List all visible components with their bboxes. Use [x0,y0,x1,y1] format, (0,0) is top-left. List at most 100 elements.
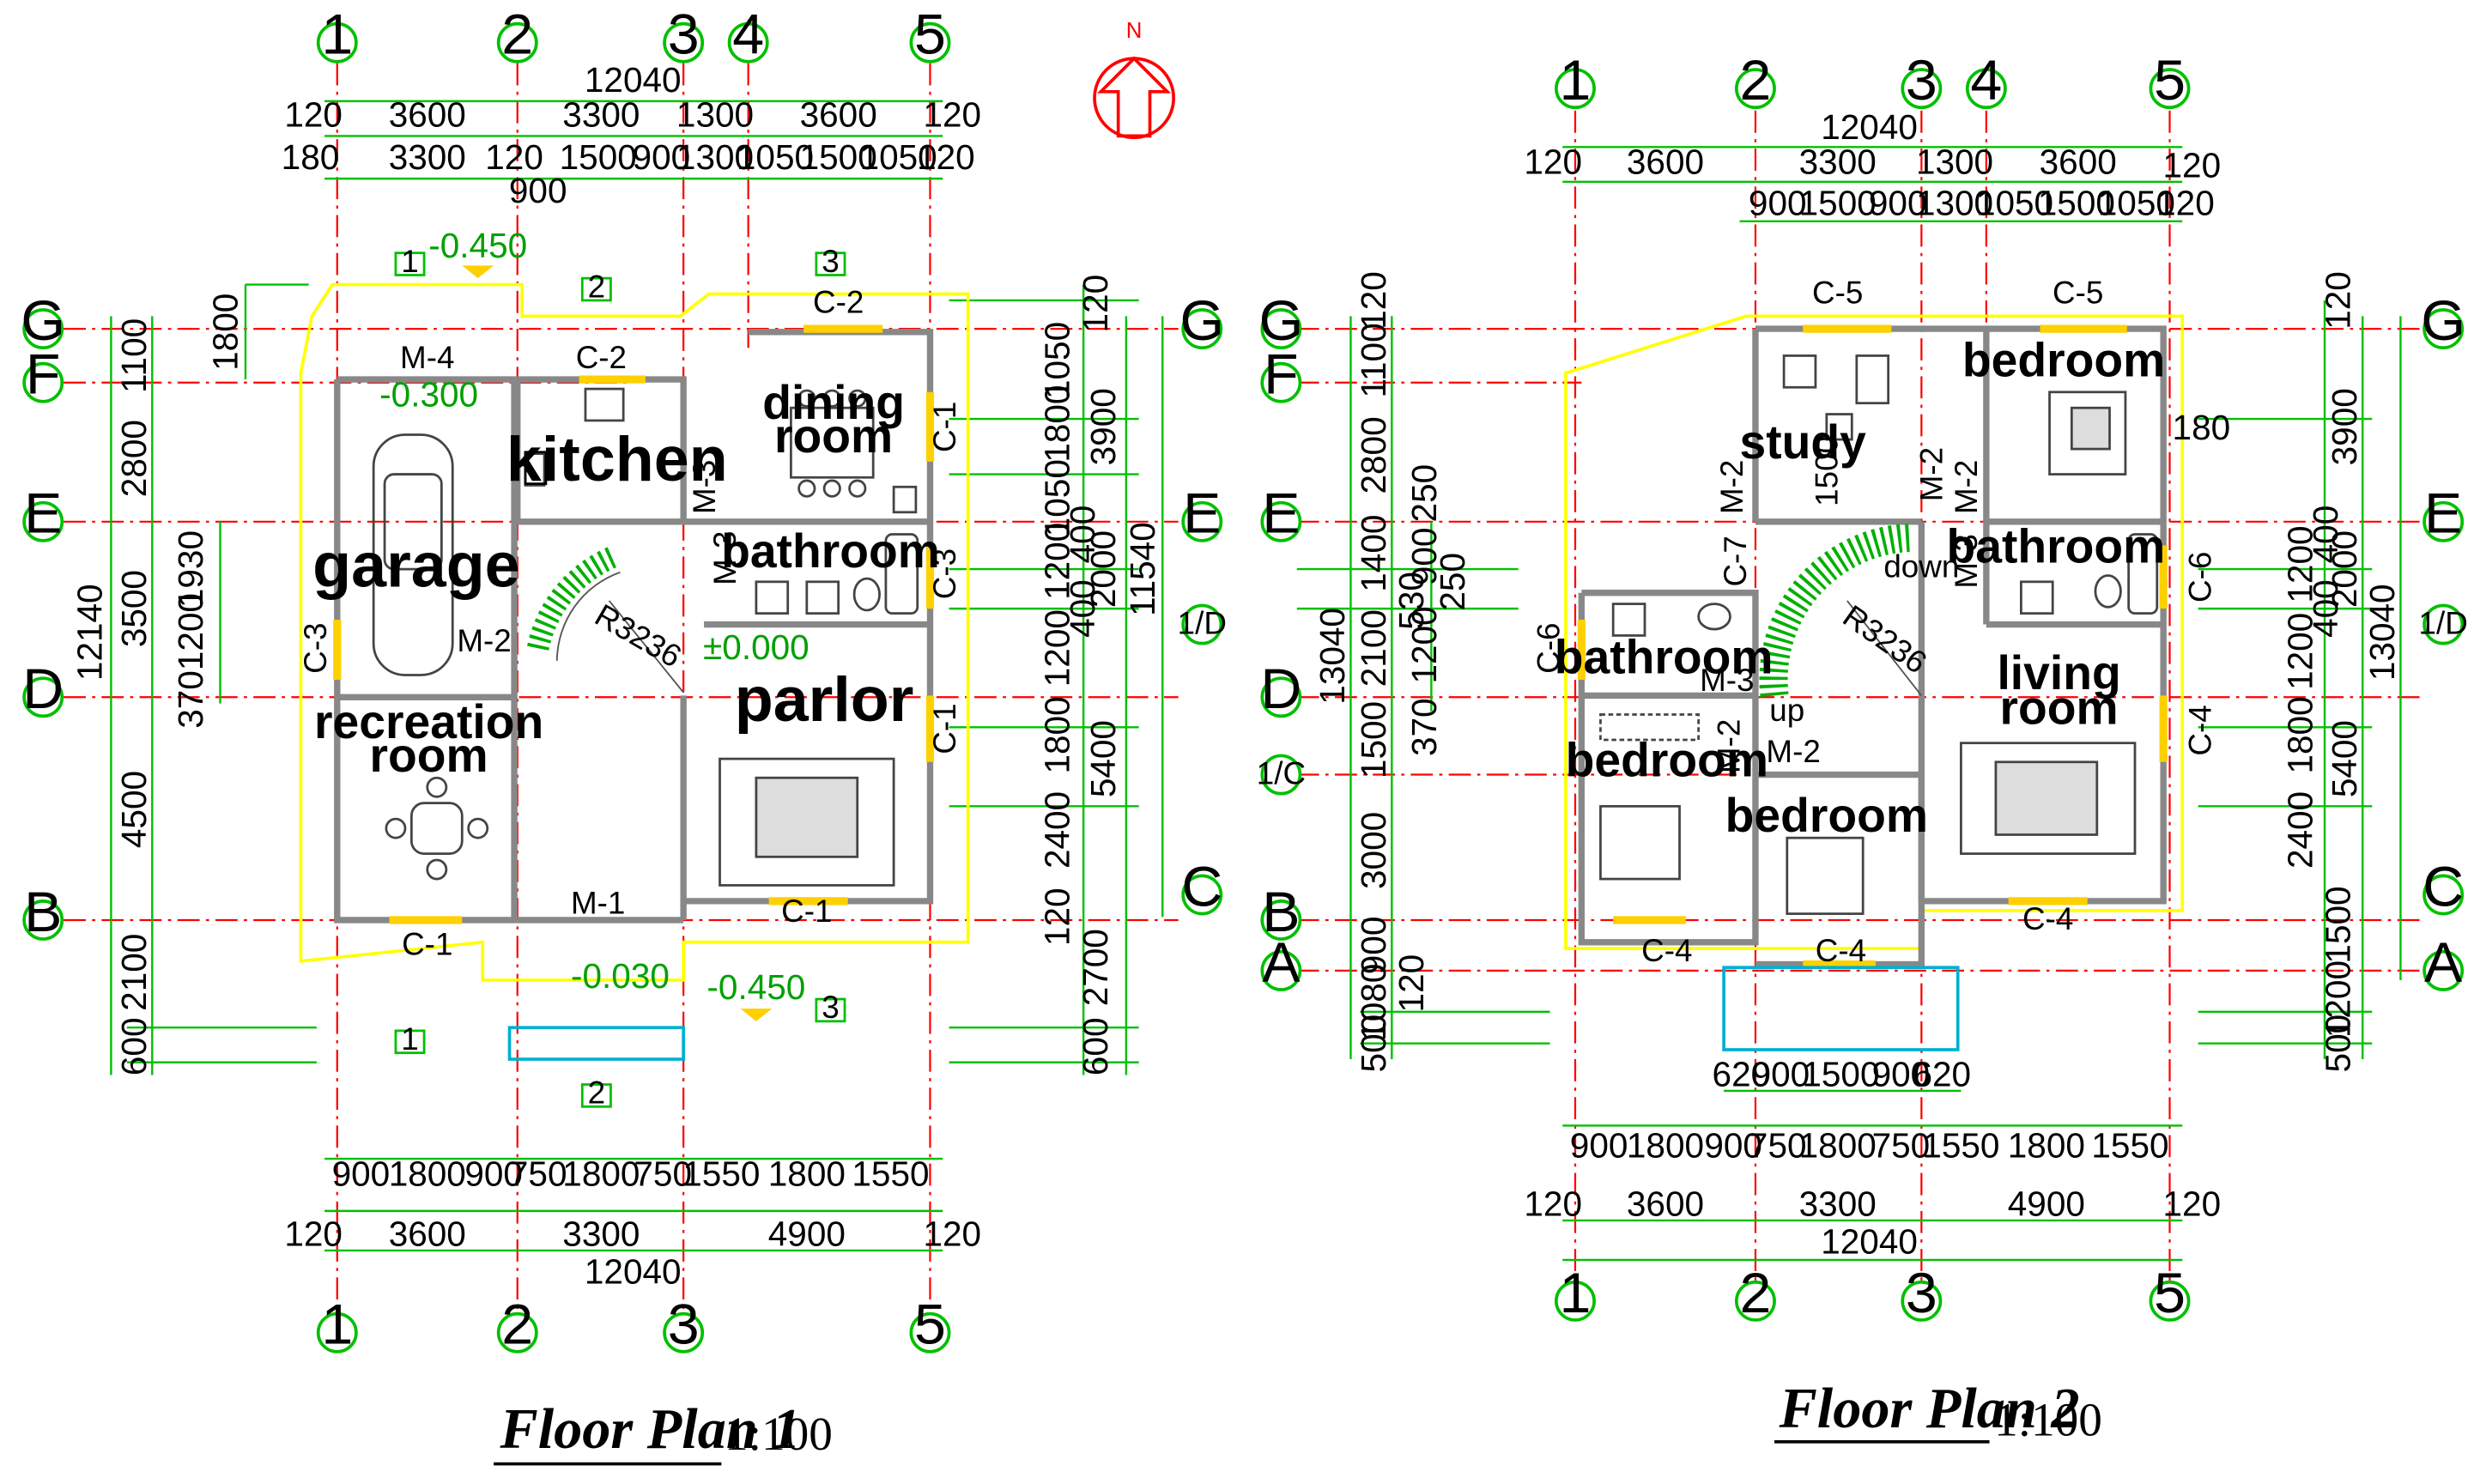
plan2-bot-r1-5: 750 [1872,1125,1931,1165]
plan1-label-m3a: M-3 [687,460,722,514]
plan2-right-c1-6: 1500 [2319,886,2358,963]
plan1-axis-grid [64,63,1179,1312]
plan1-label-c1b2: C-1 [781,893,832,929]
plan2-room-study: study [1740,415,1867,469]
plan1-top-r2-5: 1300 [676,137,754,177]
plan2-staircase [1759,523,1923,698]
plan2-label-c6l: C-6 [1531,622,1567,673]
plan2-bot-r0-3: 900 [1872,1054,1931,1093]
plan2-bot-r2-0: 120 [1524,1184,1582,1223]
plan1-axis-top-2: 2 [501,3,533,67]
plan1-left-c1-2: 3500 [114,570,154,647]
plan1-label-radius: R3236 [589,597,687,675]
plan1-bot-r2-3: 4900 [768,1214,846,1253]
plan1-label-c1b1: C-1 [402,926,452,961]
plan1-axis-top-1: 1 [321,3,353,67]
plan2-room-bedroom-s: bedroom [1725,789,1928,842]
plan2-bot-r0-0: 620 [1713,1054,1771,1093]
plan1-entry-steps [507,1026,685,1061]
plan2-top-r2-1: 1500 [1799,183,1877,222]
plan1-bot-r1-8: 1550 [852,1154,929,1193]
plan1-right-c1-4: 1200 [1038,523,1077,600]
plan2-axis-bottom-5: 5 [2154,1262,2186,1325]
plan2-label-c5b: C-5 [2053,276,2103,311]
plan1-section-3: 1 [401,1021,418,1057]
plan2-top-r2-6: 1050 [2098,183,2175,222]
plan1-top-r1-2: 3300 [562,94,640,134]
plan1-section-0: 1 [401,244,418,279]
plan1-top-r2-7: 1500 [800,137,877,177]
plan1-right-c2-1: 400 [1063,506,1102,564]
plan1-section-1: 2 [588,269,605,304]
plan2-axis-left-e: E [1262,482,1300,546]
plan2-label-c4r: C-4 [2182,705,2217,755]
plan1-axis-bubbles: 1 2 3 4 5 1 2 3 5 G F E D B G E 1/D C [21,3,1227,1357]
plan1-right-c1-7: 2400 [1038,791,1077,869]
plan1-top-r2-0: 180 [282,137,340,177]
plan2-label-m3a: M-3 [1700,663,1754,698]
plan2-left-c1-2: 2800 [1354,416,1393,494]
plan2-top-r1-5: 120 [2163,145,2222,185]
plan1-label-c2b: C-2 [813,285,864,320]
plan1-label-c3r: C-3 [927,548,962,599]
plan2-right-c1-0: 120 [2319,271,2358,330]
plan2-left-c2-2: 530 [1392,572,1431,630]
plan2-label-m2d: M-2 [1712,719,1747,773]
plan2-axis-right-g: G [2421,289,2465,353]
plan1-furniture [372,387,919,887]
stove-icon [524,451,548,485]
plan1-left-c1-4: 2100 [114,934,154,1011]
plan1-caption: Floor Plan 1 [500,1398,801,1461]
plan1-room-parlor: parlor [735,663,914,735]
level-marker-icon [462,265,494,279]
plan2-label-c5a: C-5 [1812,276,1863,311]
floor-plan-1: 1 2 3 4 5 1 2 3 5 G F E D B G E 1/D C N … [21,3,1227,1466]
plan2-right-c1-4: 1800 [2280,696,2319,773]
plan2-axis-left-g: G [1259,289,1304,353]
plan2-label-c4b: C-4 [1816,933,1866,968]
plan1-right-c1-1: 1050 [1038,322,1077,399]
plan1-top-r2-sub: 900 [509,171,567,210]
plan1-right-c1-3: 1050 [1038,459,1077,536]
plan2-label-c4a: C-4 [1641,933,1692,968]
plan1-outline [299,282,970,982]
plan1-label-m2: M-2 [457,623,511,658]
plan1-axis-left-f: F [26,343,61,407]
plan2-axis-bottom-2: 2 [1740,1262,1772,1325]
plan2-room-bathroom-e: bathroom [1947,520,2166,573]
plan1-section-marks [394,251,846,1108]
plan1-axis-right-1d: 1/D [1178,606,1227,641]
plan2-left-c1-9: 500 [1354,1015,1393,1073]
plan1-scale: 1:100 [725,1408,833,1460]
plan1-axis-left-g: G [21,289,65,353]
plan1-bot-r1-1: 1800 [389,1154,466,1193]
plan1-bot-r2-4: 120 [923,1214,981,1253]
plan1-label-c1r1: C-1 [927,402,962,452]
plan1-right-c1-6: 1800 [1038,696,1077,773]
plan2-right-c2-0: 3900 [2325,388,2364,465]
plan2-left-c1-0: 120 [1354,271,1393,330]
plan1-windows [333,324,935,924]
plan1-right-c1-2: 1800 [1038,385,1077,463]
plan1-room-dining-2: room [774,409,893,463]
plan1-top-r1-3: 1300 [676,94,754,134]
plan1-room-recreation-1: recreation [314,695,543,748]
plan2-right-c1-7: 1200 [2319,960,2358,1038]
plan2-right-c1-1: 180 [2173,408,2231,447]
plan1-room-garage: garage [312,529,520,600]
plan1-right-outer: 11540 [1123,522,1162,616]
plan2-top-r1-0: 120 [1524,142,1582,182]
plan2-outline [1564,314,2185,950]
plan2-top-r2-2: 900 [1869,183,1927,222]
plan2-room-living-1: living [1997,646,2120,700]
plan1-top-r2-1: 3300 [389,137,466,177]
plan2-bot-r1-0: 900 [1570,1125,1628,1165]
plan1-right-c2-3: 400 [1063,579,1102,638]
plan2-bot-r1-6: 1550 [1922,1125,1999,1165]
plan1-left-c1-0: 1100 [114,318,154,393]
plan2-axis-top-4: 4 [1970,49,2002,112]
plan1-bot-r1-5: 750 [634,1154,692,1193]
plan2-scale: 1:100 [1994,1393,2102,1445]
plan1-level-2: ±0.000 [703,627,809,667]
plan2-top-overall: 12040 [1821,107,1918,147]
